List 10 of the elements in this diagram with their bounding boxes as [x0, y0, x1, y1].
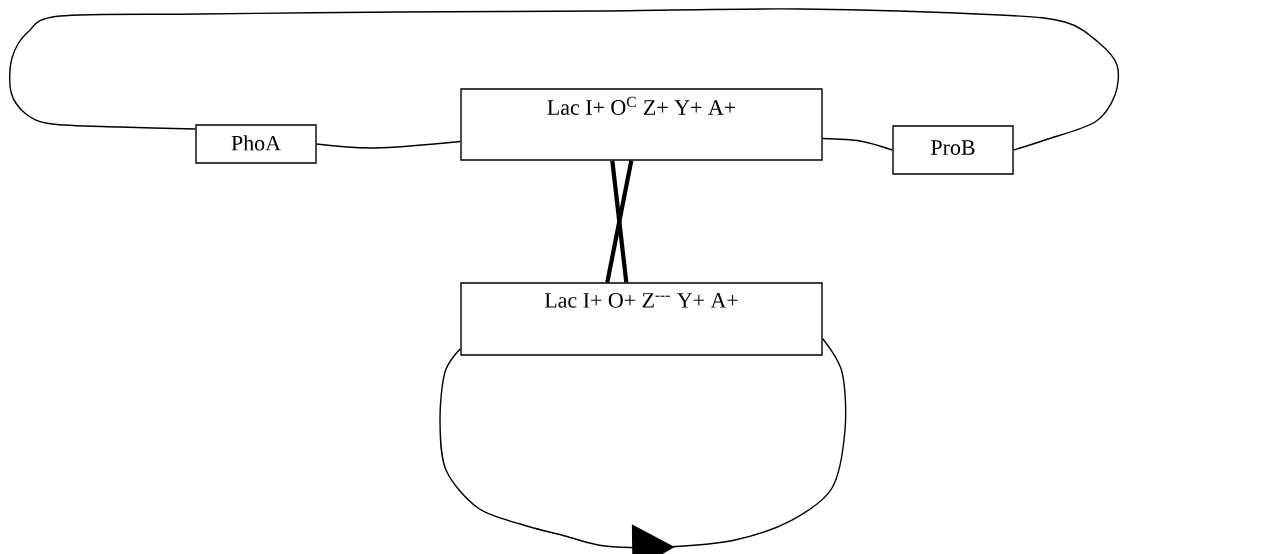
connector-line — [822, 137, 893, 151]
gene-box: Lac I+ O+ Z$^{---}$ Y+ A+ — [460, 282, 823, 356]
connector-line — [316, 140, 461, 149]
gene-box: ProB — [892, 125, 1014, 175]
chromosome-loop — [8, 8, 1120, 151]
crossover-line — [605, 160, 634, 283]
plasmid-loop — [439, 338, 847, 554]
crossover-line — [610, 160, 629, 283]
gene-box: Lac I+ O$^{C}$ Z+ Y+ A+ — [460, 88, 823, 161]
gene-box: PhoA — [195, 124, 317, 164]
